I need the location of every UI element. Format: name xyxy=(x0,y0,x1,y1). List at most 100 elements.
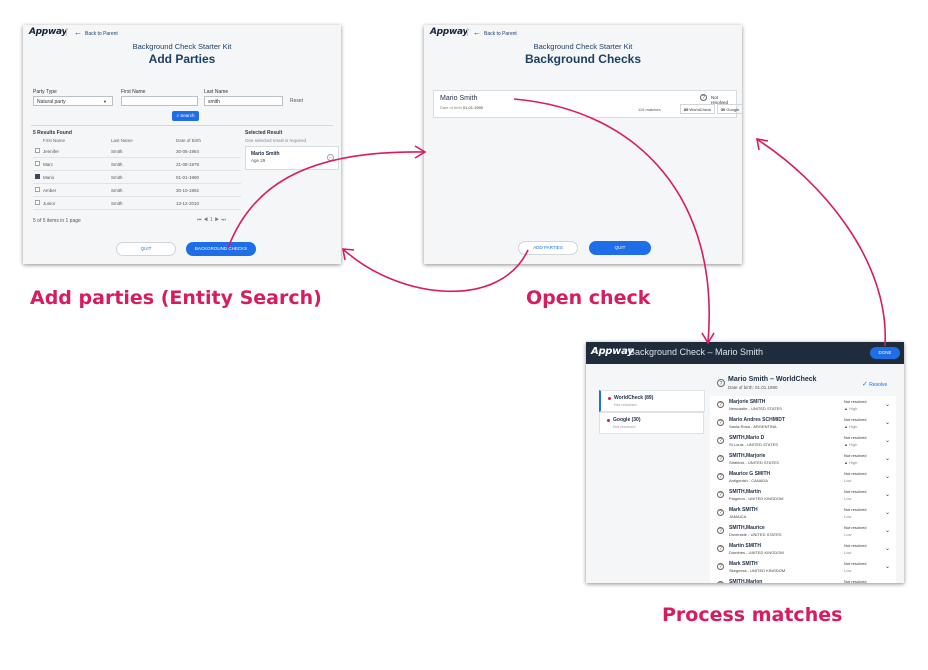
cell-first-name: Junior xyxy=(43,201,56,206)
kit-title: Background Check Starter Kit xyxy=(132,42,232,51)
pager-controls[interactable]: ⏮◀1▶⏭ xyxy=(197,217,228,223)
cell-date-of-birth: 30-10-1992 xyxy=(176,188,200,193)
chevron-down-icon[interactable]: ⌄ xyxy=(885,510,891,516)
last-name-input[interactable]: smith xyxy=(204,96,283,106)
match-risk: Low xyxy=(844,568,852,573)
match-name: Mario Andres SCHMIDT xyxy=(729,417,785,423)
arrow-left-icon: ← xyxy=(74,28,82,37)
first-page-icon[interactable]: ⏮ xyxy=(197,217,204,223)
match-location: Newcastle - UNITED STATES xyxy=(729,406,782,411)
first-name-input[interactable] xyxy=(121,96,198,106)
last-page-icon[interactable]: ⏭ xyxy=(221,217,228,223)
first-name-label: First Name xyxy=(121,89,146,95)
source-item[interactable]: WorldCheck (89)Not resolved xyxy=(599,390,705,412)
match-name: SMITH,Mario D xyxy=(729,435,765,441)
col-date-of-birth: Date of Birth xyxy=(176,138,202,143)
done-button[interactable]: DONE xyxy=(870,347,900,359)
match-name: SMITH,Marjorie xyxy=(729,453,766,459)
question-icon: ? xyxy=(717,379,725,387)
chevron-down-icon[interactable]: ⌄ xyxy=(885,581,890,583)
next-page-icon[interactable]: ▶ xyxy=(214,217,222,223)
source-label: WorldCheck (89) xyxy=(614,395,654,401)
section-dob: Date of birth: 01.01.1990 xyxy=(728,385,778,390)
match-name: Martin SMITH xyxy=(729,543,761,549)
match-risk: Low xyxy=(844,478,852,483)
match-status: Not resolved xyxy=(844,525,867,530)
cell-date-of-birth: 30-05-1984 xyxy=(176,149,200,154)
match-location: Dumfries - UNITED KINGDOM xyxy=(729,550,784,555)
chevron-down-icon[interactable]: ⌄ xyxy=(885,474,891,480)
chevron-down-icon[interactable]: ⌄ xyxy=(885,528,891,534)
match-location: Skegness - UNITED KINGDOM xyxy=(729,568,786,573)
cell-last-name: Smith xyxy=(111,201,123,206)
dark-header: Appway Background Check – Mario Smith DO… xyxy=(586,342,904,364)
match-risk: ▲ High xyxy=(844,442,858,447)
back-to-parent-link[interactable]: ←Back to Parent xyxy=(473,28,517,37)
match-status: Not resolved xyxy=(844,417,867,422)
match-name: SMITH,Maurice xyxy=(729,525,765,531)
chevron-down-icon[interactable]: ⌄ xyxy=(885,420,891,426)
status-dot-icon xyxy=(608,397,611,400)
kit-title: Background Check Starter Kit xyxy=(533,42,633,51)
chevron-down-icon[interactable]: ⌄ xyxy=(885,438,891,444)
header-title: Background Check – Mario Smith xyxy=(629,347,764,357)
warning-icon: ▲ xyxy=(844,406,850,411)
party-type-select[interactable]: Natural party ▼ xyxy=(33,96,113,106)
resolve-button[interactable]: ✓ Resolve xyxy=(862,381,888,388)
match-status: Not resolved xyxy=(844,561,867,566)
row-checkbox[interactable] xyxy=(35,161,40,166)
col-last-name: Last Name xyxy=(111,138,133,143)
match-risk: Low xyxy=(844,550,852,555)
row-checkbox[interactable] xyxy=(35,200,40,205)
row-checkbox[interactable] xyxy=(35,187,40,192)
chevron-down-icon[interactable]: ⌄ xyxy=(885,402,891,408)
match-status: Not resolved xyxy=(844,507,867,512)
checkmark-icon: ✓ xyxy=(862,381,868,388)
cell-first-name: Mario xyxy=(43,175,55,180)
chevron-down-icon[interactable]: ⌄ xyxy=(885,564,891,570)
row-checkbox[interactable] xyxy=(35,174,40,179)
reset-link[interactable]: Reset xyxy=(290,98,304,104)
match-risk: Low xyxy=(844,514,852,519)
chevron-down-icon[interactable]: ⌄ xyxy=(885,456,891,462)
row-checkbox[interactable] xyxy=(35,148,40,153)
match-location: Doverside - UNITED STATES xyxy=(729,532,782,537)
last-name-label: Last Name xyxy=(204,89,229,95)
cell-date-of-birth: 01-01-1990 xyxy=(176,175,200,180)
back-to-parent-link[interactable]: ←Back to Parent xyxy=(74,28,118,37)
prev-page-icon[interactable]: ◀ xyxy=(203,217,210,223)
source-item[interactable]: Google (30)Not resolved xyxy=(599,412,704,434)
selected-result-title: Selected Result xyxy=(245,130,283,136)
question-icon: ? xyxy=(717,437,724,444)
question-icon: ? xyxy=(717,401,724,408)
appway-logo: Appway xyxy=(430,27,469,37)
match-location: Antigonish - CANADA xyxy=(729,478,768,483)
cell-first-name: Jennifer xyxy=(43,149,60,154)
cell-first-name: Marc xyxy=(43,162,53,167)
status-dot-icon xyxy=(607,419,610,422)
cell-date-of-birth: 21-08-1979 xyxy=(176,162,200,167)
search-button[interactable]: ⌕ Search xyxy=(172,111,199,121)
chevron-down-icon[interactable]: ⌄ xyxy=(885,492,891,498)
header-divider xyxy=(66,28,67,36)
match-location: St Louis - UNITED STATES xyxy=(729,442,778,447)
quit-button[interactable]: QUIT xyxy=(116,242,176,256)
chevron-down-icon[interactable]: ⌄ xyxy=(885,546,891,552)
